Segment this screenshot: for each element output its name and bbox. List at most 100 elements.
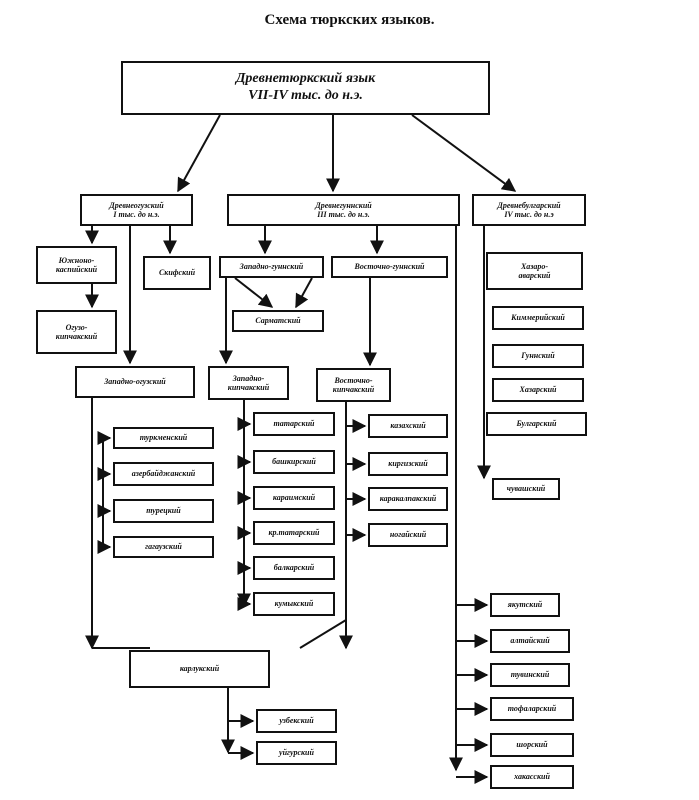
node-label-line: уйгурский (279, 748, 314, 758)
node-label-line: I тыс. до н.э. (113, 210, 160, 219)
node-altai: алтайский (490, 629, 570, 653)
node-label-line: казахский (390, 421, 426, 431)
node-kazakh: казахский (368, 414, 448, 438)
node-tuvan: тувинский (490, 663, 570, 687)
diagram-title: Схема тюркских языков. (264, 12, 435, 28)
node-label-line: хакасский (514, 772, 550, 782)
node-yakut: якутский (490, 593, 560, 617)
node-label-line: кр.татарский (268, 528, 320, 538)
node-shor: шорский (490, 733, 574, 757)
node-label-line: Булгарский (516, 419, 557, 429)
node-label-line: Огузо- (65, 322, 88, 332)
node-kumyk: кумыкский (253, 592, 335, 616)
node-east-kipchak: Восточно-кипчакский (316, 368, 391, 402)
node-label-line: турецкий (146, 506, 181, 516)
node-turkmen: туркменский (113, 427, 214, 449)
node-oguz-kipchak: Огузо-кипчакский (36, 310, 117, 354)
node-crimean-tatar: кр.татарский (253, 521, 335, 545)
node-label-line: Западно- (232, 373, 265, 383)
node-label-line: VII-IV тыс. до н.э. (248, 88, 363, 103)
node-label-line: Хазарский (519, 385, 557, 395)
node-sarmatian: Сарматский (232, 310, 324, 332)
node-label-line: каракалпакский (379, 494, 437, 504)
node-label-line: шорский (516, 740, 548, 750)
connector (234, 277, 274, 308)
node-west-kipchak: Западно-кипчакский (208, 366, 289, 400)
node-label-line: якутский (507, 600, 543, 610)
node-south-eastern: Южноно-каспийский (36, 246, 117, 284)
node-label-line: каспийский (55, 265, 98, 274)
node-label-line: Сарматский (255, 316, 301, 326)
node-tatar: татарский (253, 412, 335, 436)
node-label-line: аварский (518, 271, 551, 280)
node-label-line: кипчакский (332, 385, 375, 394)
node-west-oguz: Западно-огузский (75, 366, 195, 398)
node-label-line: Восточно-гуннский (354, 262, 425, 272)
node-bashkir: башкирский (253, 450, 335, 474)
node-west-hunnic: Западно-гуннский (219, 256, 324, 278)
node-label-line: азербайджанский (131, 469, 196, 479)
node-label-line: Древнеогузский (109, 200, 164, 210)
edge-root-oguz (177, 114, 221, 193)
node-khakas: хакасский (490, 765, 574, 789)
node-label-line: III тыс. до н.э. (317, 210, 370, 219)
connector (295, 277, 313, 309)
node-nogai: ногайский (368, 523, 448, 547)
node-label-line: Западно-огузский (104, 377, 166, 387)
node-label-line: кипчакский (55, 332, 98, 341)
node-chuvash: чувашский (492, 478, 560, 500)
node-scythian: Скифский (143, 256, 211, 290)
node-label-line: Древнегуннский (315, 200, 372, 210)
connector-lines (85, 114, 517, 784)
node-label-line: алтайский (510, 636, 550, 646)
edge-root-bulgar (411, 114, 517, 192)
node-label-line: ногайский (389, 530, 427, 540)
node-label-line: IV тыс. до н.э (504, 210, 554, 219)
node-label-line: Восточно- (334, 375, 373, 385)
node-label-line: Скифский (158, 268, 196, 278)
node-uzbek: узбекский (256, 709, 337, 733)
node-label-line: тувинский (510, 670, 550, 680)
connector (299, 619, 347, 649)
node-label-line: Киммерийский (511, 313, 565, 323)
node-label-line: кипчакский (227, 383, 270, 392)
node-label-line: тофаларский (507, 704, 557, 714)
node-label-line: Хазаро- (520, 261, 549, 271)
node-uyghur: уйгурский (256, 741, 337, 765)
node-tofalar: тофаларский (490, 697, 574, 721)
node-karaim: караимский (253, 486, 335, 510)
node-label-line: караимский (272, 493, 316, 503)
node-label-line: балкарский (273, 563, 315, 573)
node-label-line: Древнебулгарский (497, 200, 561, 210)
node-azerbaijani: азербайджанский (113, 462, 214, 486)
node-khazar-avar: Хазаро-аварский (486, 252, 583, 290)
node-turkish: турецкий (113, 499, 214, 523)
node-label-line: Южноно- (58, 255, 95, 265)
node-karluk: карлукский (129, 650, 270, 688)
node-khazar: Хазарский (492, 378, 584, 402)
node-karakalpak: каракалпакский (368, 487, 448, 511)
node-gagauz: гагаузский (113, 536, 214, 558)
node-hunnic2: Гуннский (492, 344, 584, 368)
node-balkar: балкарский (253, 556, 335, 580)
node-kyrgyz: киргизский (368, 452, 448, 476)
node-bulgarian: Булгарский (486, 412, 587, 436)
node-label-line: Гуннский (521, 351, 555, 361)
node-label-line: башкирский (272, 457, 316, 467)
node-east-hunnic: Восточно-гуннский (331, 256, 448, 278)
node-label-line: Древнетюркский язык (235, 71, 376, 87)
node-label-line: киргизский (388, 459, 428, 469)
node-label-line: туркменский (139, 433, 188, 443)
node-label-line: карлукский (179, 664, 220, 674)
node-label-line: Западно-гуннский (239, 262, 304, 272)
node-label-line: татарский (273, 419, 315, 429)
node-label-line: кумыкский (274, 599, 314, 609)
node-label-line: гагаузский (145, 542, 182, 552)
node-kimmerian: Киммерийский (492, 306, 584, 330)
node-label-line: узбекский (279, 716, 314, 726)
